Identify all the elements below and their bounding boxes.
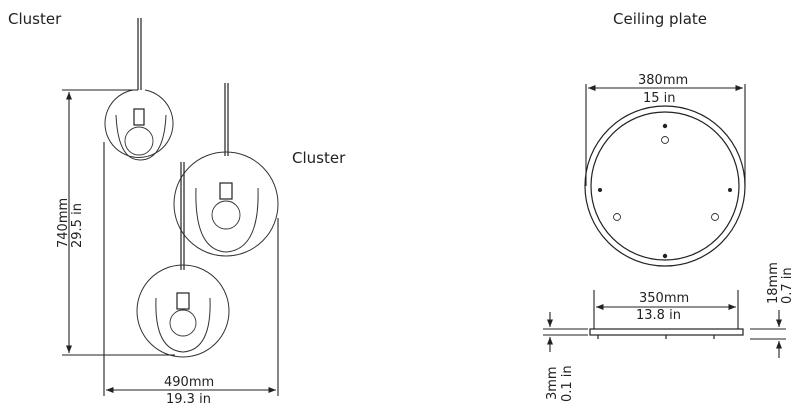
plate-height-in-label: 0.7 in (780, 267, 795, 304)
width-in-label: 19.3 in (166, 392, 211, 407)
cluster-title: Cluster (8, 10, 62, 28)
plate-width-dimension: 350mm 13.8 in (593, 290, 739, 329)
pendant-light-right (173, 83, 279, 257)
height-mm-label: 740mm (56, 198, 71, 248)
cluster-label: Cluster (292, 149, 346, 167)
plate-width-in-label: 13.8 in (636, 308, 681, 323)
plate-thickness-dimension: 3mm 0.1 in (543, 312, 588, 402)
pendant-light-top (104, 18, 174, 161)
ceiling-plate-title: Ceiling plate (613, 10, 707, 28)
height-dimension: 740mm 29.5 in (56, 89, 175, 356)
diameter-mm-label: 380mm (638, 73, 688, 88)
plate-height-dimension: 18mm 0.7 in (750, 262, 795, 358)
plate-thickness-mm-label: 3mm (545, 366, 560, 400)
plate-width-mm-label: 350mm (639, 291, 689, 306)
diameter-in-label: 15 in (643, 91, 676, 106)
pendant-light-bottom (136, 162, 230, 358)
diameter-dimension: 380mm 15 in (585, 73, 746, 186)
width-mm-label: 490mm (164, 375, 214, 390)
width-dimension: 490mm 19.3 in (103, 142, 279, 407)
plate-thickness-in-label: 0.1 in (560, 365, 575, 402)
plate-height-mm-label: 18mm (766, 262, 781, 304)
ceiling-plate-top-view (584, 105, 746, 267)
ceiling-plate-side-view (589, 328, 744, 339)
height-in-label: 29.5 in (70, 203, 85, 248)
